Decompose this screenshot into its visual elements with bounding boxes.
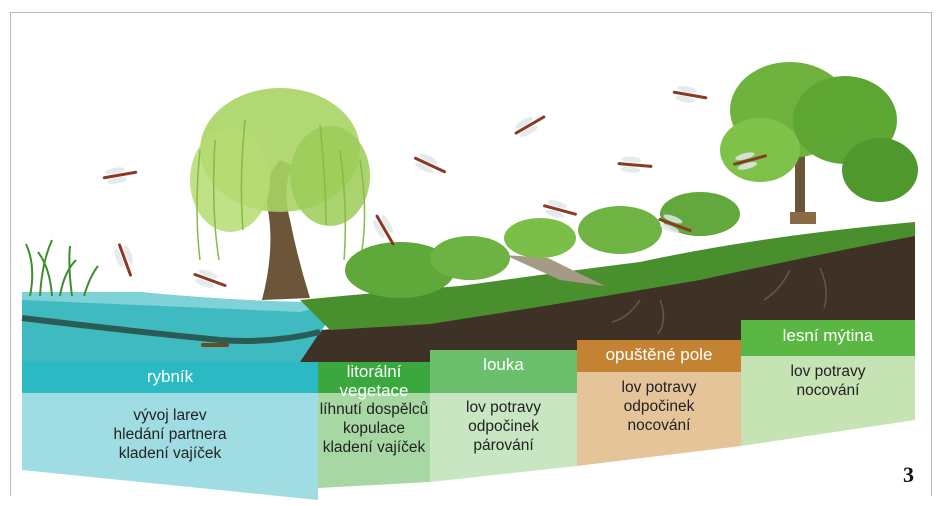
zone-activities-meadow: lov potravy odpočinek párování: [430, 398, 577, 455]
willow-tree: [190, 88, 370, 300]
zone-activities-litoral: líhnutí dospělců kopulace kladení vajíče…: [312, 400, 436, 457]
zone-title-forest: lesní mýtina: [741, 326, 915, 345]
zone-title-meadow: louka: [430, 355, 577, 374]
reeds-left: [26, 240, 98, 296]
zone-title-litoral: litorální vegetace: [318, 362, 430, 400]
page-number: 3: [903, 462, 914, 488]
zone-activities-pond: vývoj larev hledání partnera kladení vaj…: [22, 406, 318, 463]
zone-activities-field: lov potravy odpočinek nocování: [577, 378, 741, 435]
forest-trees: [720, 62, 918, 224]
zone-activities-forest: lov potravy nocování: [741, 362, 915, 400]
zone-title-pond: rybník: [22, 367, 318, 386]
zone-title-field: opuštěné pole: [577, 345, 741, 364]
